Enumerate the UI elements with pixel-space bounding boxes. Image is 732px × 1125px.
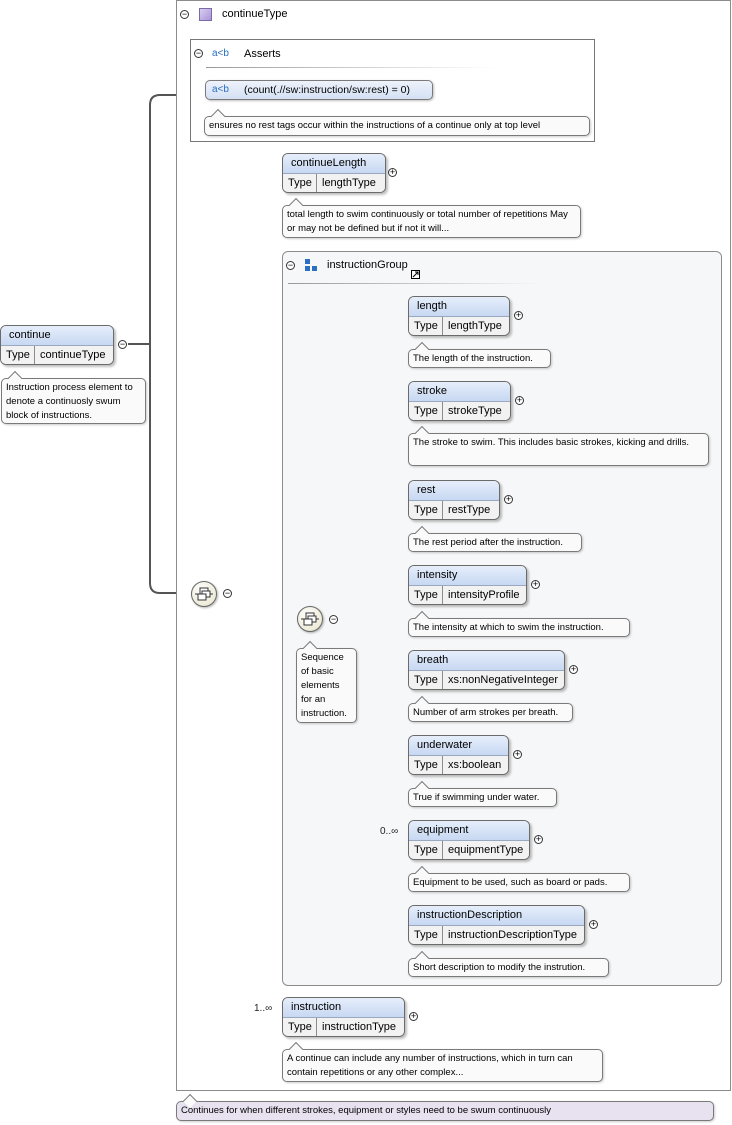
expand-rest-toggle[interactable]: + xyxy=(504,494,513,504)
type-value: instructionType xyxy=(322,1021,396,1033)
type-label: Type xyxy=(409,402,443,420)
type-value: intensityProfile xyxy=(448,589,520,601)
instructionDescription-element[interactable]: instructionDescription Type instructionDe… xyxy=(408,905,585,945)
breath-element[interactable]: breath Type xs:nonNegativeInteger xyxy=(408,650,565,690)
continueLength-note: total length to swim continuously or tot… xyxy=(282,205,581,238)
type-label: Type xyxy=(1,346,35,364)
expand-equipment-toggle[interactable]: + xyxy=(534,834,543,844)
expand-instructionDescription-toggle[interactable]: + xyxy=(589,919,598,929)
rest-element-name: rest xyxy=(409,481,499,501)
expand-breath-toggle[interactable]: + xyxy=(569,664,578,674)
collapse-continue-toggle[interactable]: − xyxy=(118,339,127,349)
breath-element-name: breath xyxy=(409,651,564,671)
instructionDescription-element-name: instructionDescription xyxy=(409,906,584,926)
type-label: Type xyxy=(409,841,443,859)
type-label: Type xyxy=(409,926,443,944)
stroke-element[interactable]: stroke Type strokeType xyxy=(408,381,511,421)
breath-note: Number of arm strokes per breath. xyxy=(408,703,573,722)
type-label: Type xyxy=(409,317,443,335)
type-value: xs:boolean xyxy=(448,759,502,771)
type-value: restType xyxy=(448,504,491,516)
type-value: instructionDescriptionType xyxy=(448,929,578,941)
intensity-element[interactable]: intensity Type intensityProfile xyxy=(408,565,527,605)
group-icon xyxy=(305,259,317,271)
type-label: Type xyxy=(283,174,317,192)
type-value: xs:nonNegativeInteger xyxy=(448,674,559,686)
underwater-element[interactable]: underwater Type xs:boolean xyxy=(408,735,509,775)
intensity-element-name: intensity xyxy=(409,566,526,586)
sequence-icon xyxy=(301,612,319,626)
sequence-icon xyxy=(195,587,213,601)
underwater-element-name: underwater xyxy=(409,736,508,756)
assert-test-box[interactable]: a<b (count(.//sw:instruction/sw:rest) = … xyxy=(205,80,433,100)
continue-note: Instruction process element to denote a … xyxy=(1,378,146,424)
type-label: Type xyxy=(409,501,443,519)
complex-type-note: Continues for when different strokes, eq… xyxy=(176,1101,714,1121)
instruction-element[interactable]: instruction Type instructionType xyxy=(282,997,405,1037)
asserts-title: Asserts xyxy=(244,48,281,60)
sequence-note: Sequence of basic elements for an instru… xyxy=(296,648,357,723)
underwater-note: True if swimming under water. xyxy=(408,788,557,807)
type-label: Type xyxy=(409,756,443,774)
stroke-element-name: stroke xyxy=(409,382,510,402)
expand-underwater-toggle[interactable]: + xyxy=(513,749,522,759)
type-value: strokeType xyxy=(448,405,502,417)
expand-stroke-toggle[interactable]: + xyxy=(515,395,524,405)
instruction-element-name: instruction xyxy=(283,998,404,1018)
asserts-icon: a<b xyxy=(212,48,229,59)
rest-element[interactable]: rest Type restType xyxy=(408,480,500,520)
intensity-note: The intensity at which to swim the instr… xyxy=(408,618,630,637)
outer-sequence-compositor-icon[interactable] xyxy=(191,581,217,607)
type-value: equipmentType xyxy=(448,844,524,856)
continue-element[interactable]: continue Type continueType xyxy=(0,325,114,365)
type-label: Type xyxy=(409,671,443,689)
instruction-group-name: instructionGroup xyxy=(327,259,408,271)
expand-continueLength-toggle[interactable]: + xyxy=(388,167,397,177)
equipment-element-name: equipment xyxy=(409,821,529,841)
equipment-element[interactable]: equipment Type equipmentType xyxy=(408,820,530,860)
collapse-instruction-group-toggle[interactable]: − xyxy=(286,260,295,270)
assert-test-icon: a<b xyxy=(212,84,229,95)
type-value: lengthType xyxy=(448,320,502,332)
expand-instruction-toggle[interactable]: + xyxy=(409,1011,418,1021)
equipment-occurs: 0..∞ xyxy=(380,826,399,837)
instruction-note: A continue can include any number of ins… xyxy=(282,1049,603,1082)
collapse-inner-sequence-toggle[interactable]: − xyxy=(329,614,338,624)
type-label: Type xyxy=(409,586,443,604)
collapse-complex-type-toggle[interactable]: − xyxy=(180,9,189,19)
assert-test-expression: (count(.//sw:instruction/sw:rest) = 0) xyxy=(244,84,411,96)
instructionDescription-note: Short description to modify the instruti… xyxy=(408,958,609,977)
length-element[interactable]: length Type lengthType xyxy=(408,296,510,336)
equipment-note: Equipment to be used, such as board or p… xyxy=(408,873,630,892)
stroke-note: The stroke to swim. This includes basic … xyxy=(408,433,709,466)
type-label: Type xyxy=(283,1018,317,1036)
complex-type-icon xyxy=(199,8,212,21)
expand-intensity-toggle[interactable]: + xyxy=(531,579,540,589)
type-value: lengthType xyxy=(322,177,376,189)
collapse-asserts-toggle[interactable]: − xyxy=(194,48,203,58)
type-value: continueType xyxy=(40,349,106,361)
length-note: The length of the instruction. xyxy=(408,349,551,368)
instruction-group-divider xyxy=(288,283,540,284)
assert-note: ensures no rest tags occur within the in… xyxy=(204,116,590,136)
length-element-name: length xyxy=(409,297,509,317)
open-reference-icon[interactable] xyxy=(411,270,420,279)
collapse-outer-sequence-toggle[interactable]: − xyxy=(223,588,232,598)
complex-type-name: continueType xyxy=(222,8,288,20)
inner-sequence-compositor-icon[interactable] xyxy=(297,606,323,632)
continueLength-element[interactable]: continueLength Type lengthType xyxy=(282,153,386,193)
instruction-occurs: 1..∞ xyxy=(254,1003,273,1014)
rest-note: The rest period after the instruction. xyxy=(408,533,582,552)
expand-length-toggle[interactable]: + xyxy=(514,310,523,320)
continueLength-element-name: continueLength xyxy=(283,154,385,174)
asserts-divider xyxy=(206,67,496,68)
continue-element-name: continue xyxy=(1,326,113,346)
